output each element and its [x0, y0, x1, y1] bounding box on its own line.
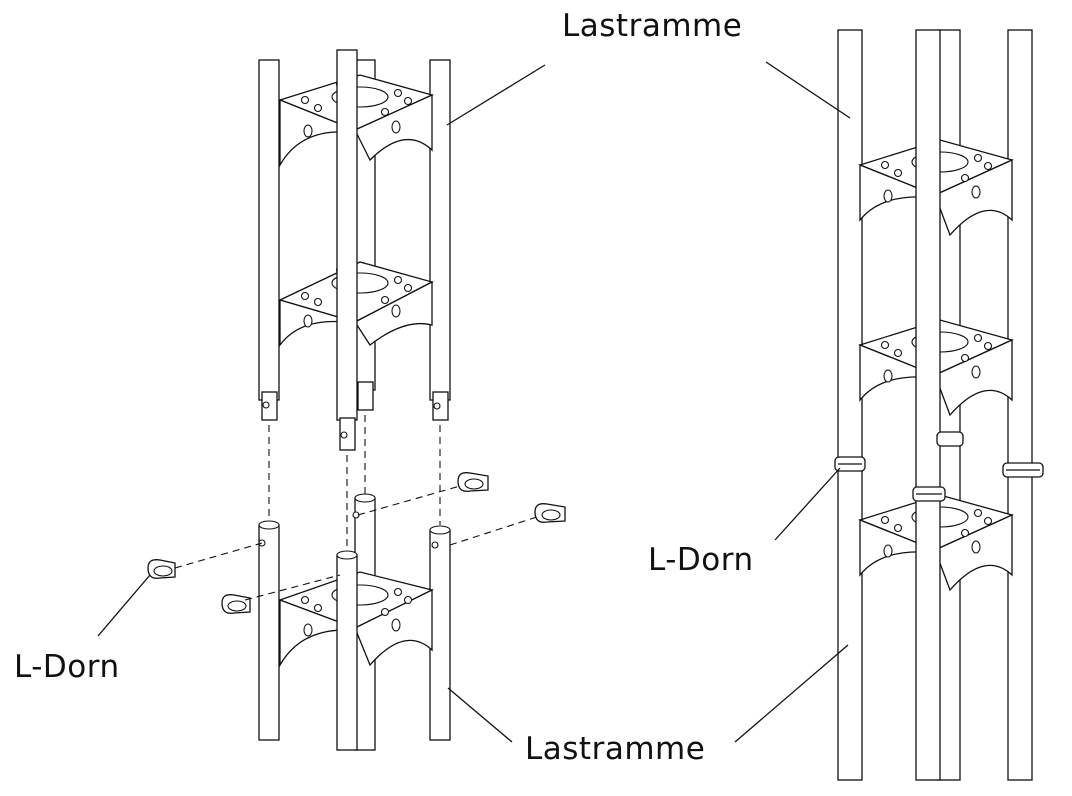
assembled-clip	[834, 456, 866, 472]
label-l-dorn-right: L-Dorn	[648, 542, 754, 578]
assembled-mast	[834, 29, 1044, 781]
l-pin-clip	[457, 472, 489, 492]
label-l-dorn-left: L-Dorn	[14, 649, 120, 685]
upper-tube-left	[258, 59, 280, 401]
leader-lastramme-top-right	[765, 61, 851, 119]
assembled-tube-right	[1007, 29, 1033, 781]
lower-tube-front	[336, 554, 358, 751]
l-pin-clip	[221, 594, 251, 614]
pin-path-left	[174, 542, 263, 569]
assembled-clip	[936, 431, 964, 447]
spigot-left	[261, 391, 278, 421]
l-pin-clip	[147, 559, 176, 579]
pin-path-back	[357, 485, 461, 516]
spigot-front	[339, 417, 356, 451]
lower-mast-section	[147, 472, 566, 751]
leader-lastramme-bottom-right	[734, 644, 849, 743]
upper-mast-section	[258, 49, 451, 550]
leader-l-dorn-right	[774, 467, 841, 541]
spigot-back	[357, 381, 374, 411]
assembled-clip	[1002, 462, 1044, 478]
label-lastramme-top: Lastramme	[562, 8, 743, 44]
pin-path-right	[449, 515, 541, 546]
upper-tube-right	[429, 59, 451, 401]
leader-lastramme-bottom-left	[447, 687, 513, 743]
assembled-tube-left	[837, 29, 863, 781]
l-pin-clip	[534, 503, 566, 523]
assembled-tube-front	[915, 29, 941, 781]
leader-lastramme-top-left	[446, 64, 546, 126]
assembled-clip	[912, 486, 946, 502]
leader-l-dorn-left	[97, 574, 151, 637]
label-lastramme-bottom: Lastramme	[525, 731, 706, 767]
lower-tube-left	[258, 524, 280, 741]
upper-tube-front	[336, 49, 358, 421]
pin-path-front	[244, 574, 341, 601]
lower-tube-right	[429, 529, 451, 741]
